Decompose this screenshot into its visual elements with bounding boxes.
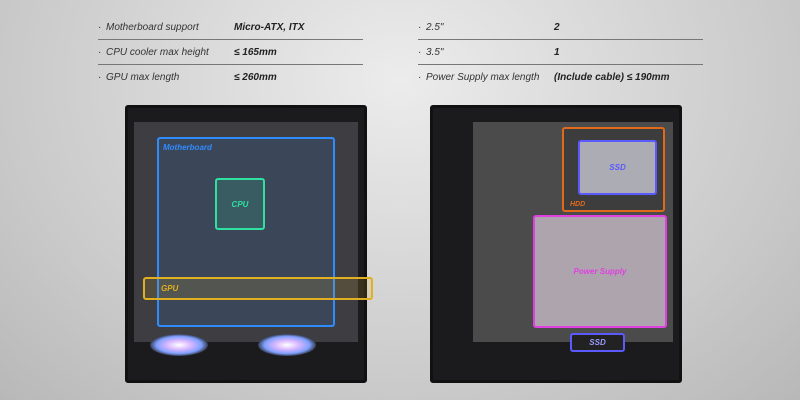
spec-row: 2.5" 2: [418, 15, 703, 40]
cpu-area: CPU: [215, 178, 265, 230]
spec-label: 3.5": [418, 47, 443, 58]
spec-label: CPU cooler max height: [98, 47, 209, 58]
spec-value: ≤ 260mm: [234, 72, 277, 83]
spec-label: GPU max length: [98, 72, 179, 83]
spec-row: 3.5" 1: [418, 40, 703, 65]
glass-panel: [134, 122, 358, 342]
cpu-label: CPU: [231, 199, 249, 209]
gpu-area: GPU: [143, 277, 373, 300]
ssd-top-area: SSD: [578, 140, 657, 195]
ssd-label: SSD: [609, 163, 626, 172]
case-front-view: [125, 105, 367, 383]
spec-value: ≤ 165mm: [234, 46, 277, 58]
spec-value: 1: [554, 46, 560, 58]
ssd-bottom-area: SSD: [570, 333, 625, 352]
ssd-label: SSD: [589, 338, 606, 347]
rgb-fan: [258, 334, 316, 356]
spec-value: (Include cable) ≤ 190mm: [554, 72, 670, 83]
spec-value: 2: [554, 21, 560, 33]
hdd-label: HDD: [570, 201, 586, 208]
spec-label: 2.5": [418, 22, 443, 33]
motherboard-label: Motherboard: [163, 143, 212, 152]
gpu-label: GPU: [161, 284, 179, 293]
spec-label: Power Supply max length: [418, 72, 539, 83]
spec-row: CPU cooler max height ≤ 165mm: [98, 40, 363, 65]
motherboard-area: Motherboard: [157, 137, 335, 327]
psu-label: Power Supply: [573, 267, 627, 276]
spec-row: Power Supply max length (Include cable) ≤…: [418, 65, 703, 90]
psu-area: Power Supply: [533, 215, 667, 328]
spec-label: Motherboard support: [98, 22, 199, 33]
spec-value: Micro-ATX, ITX: [234, 21, 305, 33]
spec-row: Motherboard support Micro-ATX, ITX: [98, 15, 363, 40]
spec-row: GPU max length ≤ 260mm: [98, 65, 363, 90]
rgb-fan: [150, 334, 208, 356]
